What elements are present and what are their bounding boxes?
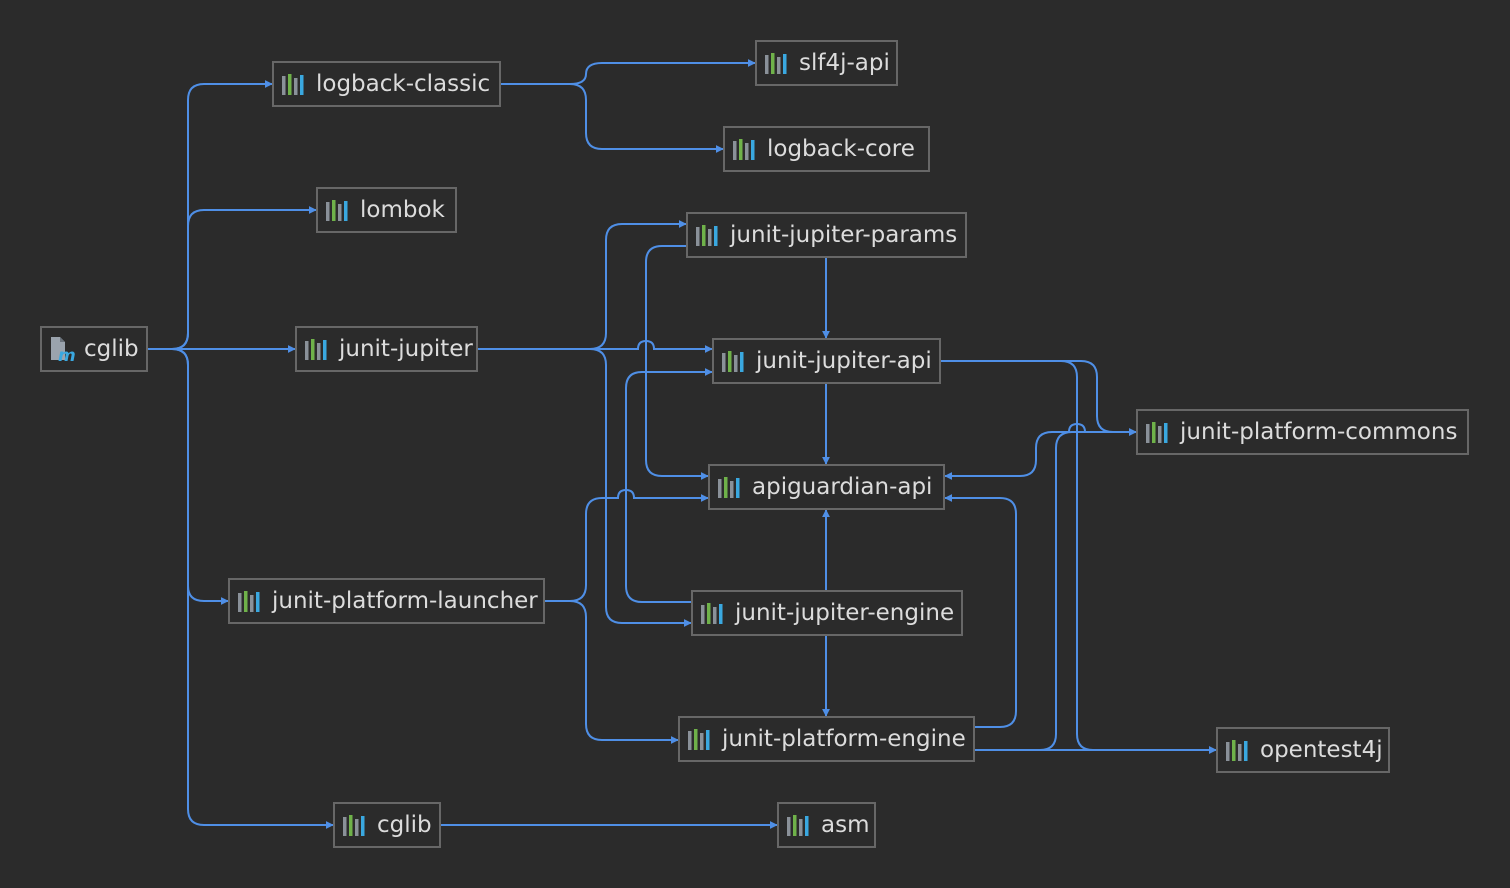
edge-engine-api <box>625 368 713 603</box>
edge-platform-engine-apiguardian <box>944 494 1017 728</box>
node-asm[interactable]: asm <box>777 802 876 848</box>
node-label: lombok <box>360 197 445 223</box>
edge-params-apiguardian <box>645 245 709 480</box>
node-label: junit-jupiter-params <box>730 222 958 248</box>
node-label: junit-jupiter-api <box>756 348 932 374</box>
node-label: junit-platform-engine <box>722 726 966 752</box>
edge-commons-apiguardian <box>944 422 1136 480</box>
edge-root-lombok <box>148 206 317 350</box>
edge-api-commons <box>941 360 1137 436</box>
edge-launcher-apiguardian <box>545 488 709 602</box>
node-label: slf4j-api <box>799 50 890 76</box>
library-icon <box>305 339 327 360</box>
node-label: apiguardian-api <box>752 474 933 500</box>
node-cglib-lib[interactable]: cglib <box>333 802 441 848</box>
library-icon <box>326 200 348 221</box>
node-logback-classic[interactable]: logback-classic <box>272 61 501 107</box>
node-slf4j-api[interactable]: slf4j-api <box>755 40 898 86</box>
library-icon <box>1226 740 1248 761</box>
edge-logback-classic-slf4j-api <box>501 59 756 85</box>
node-junit-platform-engine[interactable]: junit-platform-engine <box>678 716 975 762</box>
edge-junit-jupiter-params <box>478 220 687 350</box>
library-icon <box>701 603 723 624</box>
svg-text:m: m <box>58 346 76 362</box>
library-icon <box>765 53 787 74</box>
node-label: cglib <box>84 336 139 362</box>
node-junit-jupiter-params[interactable]: junit-jupiter-params <box>686 212 967 258</box>
node-opentest4j[interactable]: opentest4j <box>1216 727 1390 773</box>
library-icon <box>733 139 755 160</box>
node-label: junit-platform-commons <box>1180 419 1458 445</box>
node-cglib-root[interactable]: m cglib <box>40 326 148 372</box>
edge-root-cglib-lib <box>148 348 334 829</box>
node-label: asm <box>821 812 870 838</box>
node-junit-jupiter[interactable]: junit-jupiter <box>295 326 478 372</box>
node-label: cglib <box>377 812 432 838</box>
node-label: junit-jupiter <box>339 336 473 362</box>
node-label: logback-core <box>767 136 915 162</box>
node-junit-platform-commons[interactable]: junit-platform-commons <box>1136 409 1469 455</box>
library-icon <box>343 815 365 836</box>
node-junit-jupiter-api[interactable]: junit-jupiter-api <box>712 338 941 384</box>
node-label: opentest4j <box>1260 737 1383 763</box>
edge-junit-jupiter-engine <box>478 348 692 627</box>
node-junit-jupiter-engine[interactable]: junit-jupiter-engine <box>691 590 963 636</box>
library-icon <box>238 591 260 612</box>
edge-platform-engine-commons <box>975 428 1137 751</box>
library-icon <box>282 74 304 95</box>
node-label: junit-platform-launcher <box>272 588 538 614</box>
library-icon <box>1146 422 1168 443</box>
edge-root-logback-classic <box>148 80 273 350</box>
node-apiguardian-api[interactable]: apiguardian-api <box>708 464 945 510</box>
library-icon <box>787 815 809 836</box>
library-icon <box>722 351 744 372</box>
node-label: logback-classic <box>316 71 491 97</box>
node-lombok[interactable]: lombok <box>316 187 457 233</box>
node-junit-platform-launcher[interactable]: junit-platform-launcher <box>228 578 545 624</box>
node-logback-core[interactable]: logback-core <box>723 126 930 172</box>
node-label: junit-jupiter-engine <box>735 600 955 626</box>
maven-module-icon: m <box>51 337 76 362</box>
library-icon <box>688 729 710 750</box>
library-icon <box>718 477 740 498</box>
edge-logback-classic-logback-core <box>501 83 724 153</box>
edge-launcher-platform-engine <box>545 600 679 744</box>
library-icon <box>696 225 718 246</box>
